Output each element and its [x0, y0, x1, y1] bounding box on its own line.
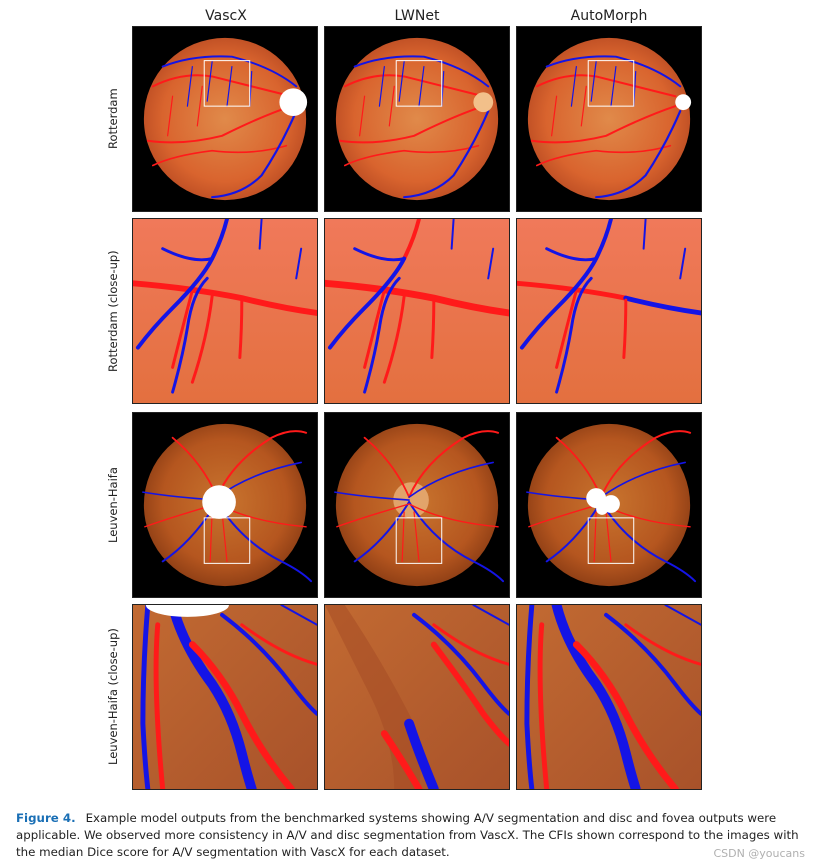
row-label-rotterdam-closeup: Rotterdam (close-up): [106, 250, 120, 372]
panel-leuven-automorph: [516, 412, 702, 598]
panel-rotterdam-closeup-automorph: [516, 218, 702, 404]
column-title-lwnet: LWNet: [394, 8, 440, 24]
panel-rotterdam-automorph: [516, 26, 702, 212]
row-label-rotterdam: Rotterdam: [106, 88, 120, 150]
column-title-automorph: AutoMorph: [570, 8, 648, 24]
panel-leuven-closeup-vascx: [132, 604, 318, 790]
panel-rotterdam-vascx: [132, 26, 318, 212]
panel-rotterdam-closeup-lwnet: [324, 218, 510, 404]
watermark: CSDN @youcans: [713, 847, 805, 860]
panel-leuven-vascx: [132, 412, 318, 598]
panel-rotterdam-closeup-vascx: [132, 218, 318, 404]
panel-leuven-closeup-automorph: [516, 604, 702, 790]
row-label-leuven-haifa: Leuven-Haifa: [106, 467, 120, 543]
panel-leuven-lwnet: [324, 412, 510, 598]
figure-caption: Figure 4.Example model outputs from the …: [16, 810, 806, 861]
figure-label: Figure 4.: [16, 811, 76, 825]
caption-text: Example model outputs from the benchmark…: [16, 811, 799, 859]
panel-rotterdam-lwnet: [324, 26, 510, 212]
column-title-vascx: VascX: [205, 8, 247, 24]
panel-leuven-closeup-lwnet: [324, 604, 510, 790]
row-label-leuven-haifa-closeup: Leuven-Haifa (close-up): [106, 628, 120, 766]
